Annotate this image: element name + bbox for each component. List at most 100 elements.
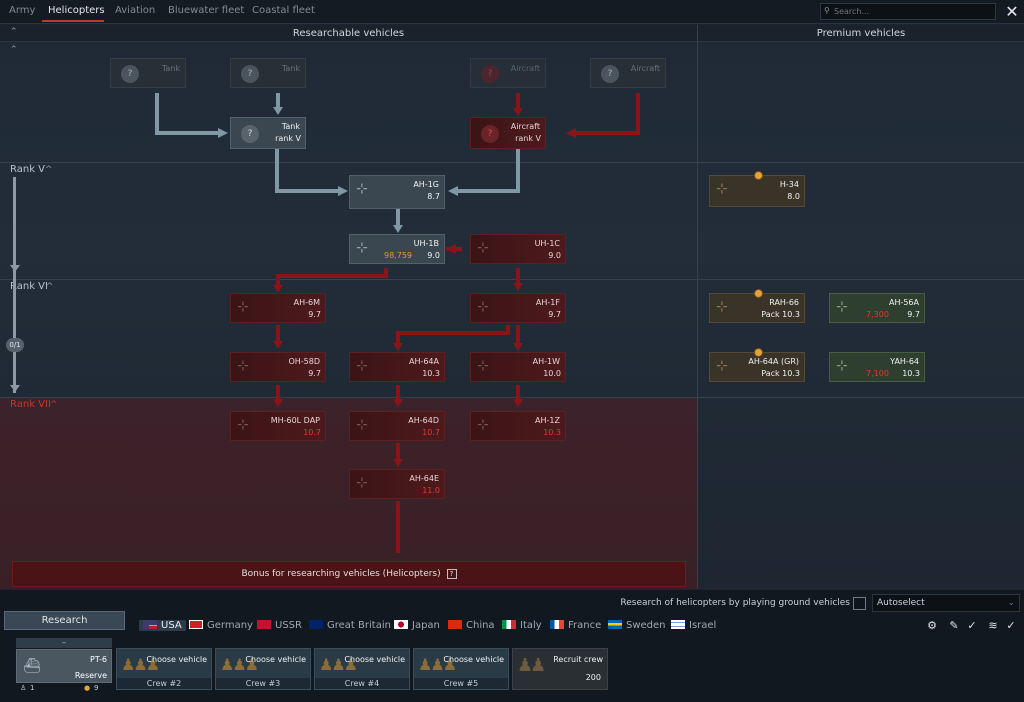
crew-portrait: ♟♟♟ — [121, 655, 160, 674]
check-icon[interactable]: ✓ — [967, 619, 977, 632]
israel-flag-icon — [671, 620, 685, 629]
ussr-flag-icon — [257, 620, 271, 629]
search-box[interactable]: ⚲ — [820, 3, 996, 20]
tab-helicopters[interactable]: Helicopters — [48, 5, 105, 16]
nation-sweden[interactable]: Sweden — [608, 620, 666, 631]
question-icon: ? — [601, 65, 619, 83]
gear-icon[interactable]: ⚙ — [927, 619, 937, 632]
germany-flag-icon — [189, 620, 203, 629]
requirement-aircraft-card[interactable]: ? Aircraft rank V — [470, 117, 546, 149]
arrow-head — [393, 459, 403, 467]
vehicle-card-ah-64a[interactable]: ⊹ AH-64A 10.3 — [349, 352, 445, 382]
vehicle-card-ah-1g[interactable]: ⊹ AH-1G 8.7 — [349, 175, 445, 209]
nation-italy[interactable]: Italy — [502, 620, 542, 631]
helicopter-icon: ⊹ — [237, 417, 249, 433]
premium-card-ah-64a-gr[interactable]: ⊹ AH-64A (GR) Pack 10.3 — [709, 348, 805, 382]
arrow-head — [338, 186, 348, 196]
rank-divider — [0, 162, 1024, 163]
prereq-aircraft-card[interactable]: ? Aircraft — [590, 58, 666, 88]
help-icon[interactable]: ? — [446, 569, 457, 579]
tab-aviation[interactable]: Aviation — [115, 5, 156, 16]
chevron-up-icon[interactable]: ^ — [45, 165, 53, 175]
slot-footer: ♙ 1 ● 9 — [20, 684, 99, 692]
search-input[interactable] — [834, 5, 992, 18]
arrow-head — [273, 399, 283, 407]
filter-icon[interactable]: ≋ — [988, 619, 998, 632]
vehicle-card-oh-58d[interactable]: ⊹ OH-58D 9.7 — [230, 352, 326, 382]
tab-coastal-fleet[interactable]: Coastal fleet — [252, 5, 315, 16]
requirement-tank-card[interactable]: ? Tank rank V — [230, 117, 306, 149]
connector-line — [155, 93, 220, 135]
helicopter-icon: ⊹ — [237, 299, 249, 315]
helicopter-icon: ⊹ — [356, 181, 368, 197]
crew-portrait: ♟♟ — [517, 655, 546, 676]
crew-slot-4[interactable]: ♟♟♟ Choose vehicle Crew #4 — [314, 648, 410, 690]
question-icon: ? — [481, 65, 499, 83]
level-icon: ● — [84, 684, 91, 692]
premium-header: Premium vehicles — [816, 28, 906, 39]
check-icon[interactable]: ✓ — [1006, 619, 1016, 632]
arrow-head — [513, 343, 523, 351]
vehicle-card-ah-1f[interactable]: ⊹ AH-1F 9.7 — [470, 293, 566, 323]
tab-army[interactable]: Army — [9, 5, 36, 16]
sweden-flag-icon — [608, 620, 622, 629]
premium-star-icon — [754, 289, 763, 298]
premium-card-h-34[interactable]: ⊹ H-34 8.0 — [709, 171, 805, 207]
prereq-tank-card[interactable]: ? Tank — [230, 58, 306, 88]
vehicle-card-ah-64e[interactable]: ⊹ AH-64E 11.0 — [349, 469, 445, 499]
bottom-panel: Research of helicopters by playing groun… — [0, 590, 1024, 702]
arrow-head — [393, 343, 403, 351]
vehicle-card-ah-6m[interactable]: ⊹ AH-6M 9.7 — [230, 293, 326, 323]
rank-v-label[interactable]: Rank V — [10, 164, 46, 175]
chevron-up-icon[interactable]: ^ — [46, 282, 54, 292]
collapse-all-icon[interactable]: ⌃ — [10, 27, 18, 37]
nation-ussr[interactable]: USSR — [257, 620, 302, 631]
close-icon[interactable]: ✕ — [1005, 2, 1019, 21]
rank-vii-locked-area — [0, 397, 697, 589]
research-by-ground-checkbox[interactable] — [853, 597, 866, 610]
arrow-head — [513, 108, 523, 116]
crew-slot-5[interactable]: ♟♟♟ Choose vehicle Crew #5 — [413, 648, 509, 690]
chevron-up-icon[interactable]: ^ — [50, 400, 58, 410]
vehicle-card-ah-1w[interactable]: ⊹ AH-1W 10.0 — [470, 352, 566, 382]
crew-slot-2[interactable]: ♟♟♟ Choose vehicle Crew #2 — [116, 648, 212, 690]
rank-progress-track — [13, 177, 16, 393]
nation-israel[interactable]: Israel — [671, 620, 716, 631]
recruit-crew-button[interactable]: ♟♟ Recruit crew 200 — [512, 648, 608, 690]
nation-japan[interactable]: Japan — [394, 620, 440, 631]
vehicle-card-mh-60l-dap[interactable]: ⊹ MH-60L DAP 10.7 — [230, 411, 326, 441]
premium-card-yah-64[interactable]: ⊹ YAH-64 7,100 10.3 — [829, 352, 925, 382]
crew-slot-3[interactable]: ♟♟♟ Choose vehicle Crew #3 — [215, 648, 311, 690]
slot-tab[interactable]: – — [16, 638, 112, 648]
nation-great-britain[interactable]: Great Britain — [309, 620, 391, 631]
vehicle-card-ah-64d[interactable]: ⊹ AH-64D 10.7 — [349, 411, 445, 441]
nation-germany[interactable]: Germany — [189, 620, 253, 631]
collapse-rank-icon[interactable]: ⌃ — [10, 45, 18, 55]
question-icon: ? — [121, 65, 139, 83]
vehicle-card-uh-1c[interactable]: ⊹ UH-1C 9.0 — [470, 234, 566, 264]
research-bonus-bar[interactable]: Bonus for researching vehicles (Helicopt… — [12, 561, 686, 587]
rank-vi-label[interactable]: Rank VI — [10, 281, 48, 292]
slot-vehicle[interactable]: ⛴ PT-6 Reserve — [16, 649, 112, 683]
vehicle-card-uh-1b[interactable]: ⊹ UH-1B 98,759 9.0 — [349, 234, 445, 264]
rank-vii-label[interactable]: Rank VII — [10, 399, 51, 410]
nation-usa[interactable]: USA — [139, 620, 186, 631]
vehicle-card-ah-1z[interactable]: ⊹ AH-1Z 10.3 — [470, 411, 566, 441]
premium-card-rah-66[interactable]: ⊹ RAH-66 Pack 10.3 — [709, 289, 805, 323]
helicopter-icon: ⊹ — [356, 358, 368, 374]
tab-bluewater-fleet[interactable]: Bluewater fleet — [168, 5, 245, 16]
prereq-tank-card[interactable]: ? Tank — [110, 58, 186, 88]
rank-divider — [0, 397, 1024, 398]
research-button-label: Research — [41, 615, 88, 626]
crew-slot-1[interactable]: – ⛴ PT-6 Reserve ♙ 1 ● 9 — [16, 638, 112, 692]
nation-france[interactable]: France — [550, 620, 601, 631]
wrench-icon[interactable]: ✎ — [949, 619, 959, 632]
tree-header: ⌃ Researchable vehicles Premium vehicles — [0, 25, 1024, 42]
premium-card-ah-56a[interactable]: ⊹ AH-56A 7,300 9.7 — [829, 293, 925, 323]
arrow-head — [513, 399, 523, 407]
autoselect-dropdown[interactable]: Autoselect ⌄ — [872, 594, 1020, 612]
research-button[interactable]: Research — [4, 611, 125, 630]
connector-line — [456, 149, 520, 193]
prereq-aircraft-card[interactable]: ? Aircraft — [470, 58, 546, 88]
nation-china[interactable]: China — [448, 620, 495, 631]
